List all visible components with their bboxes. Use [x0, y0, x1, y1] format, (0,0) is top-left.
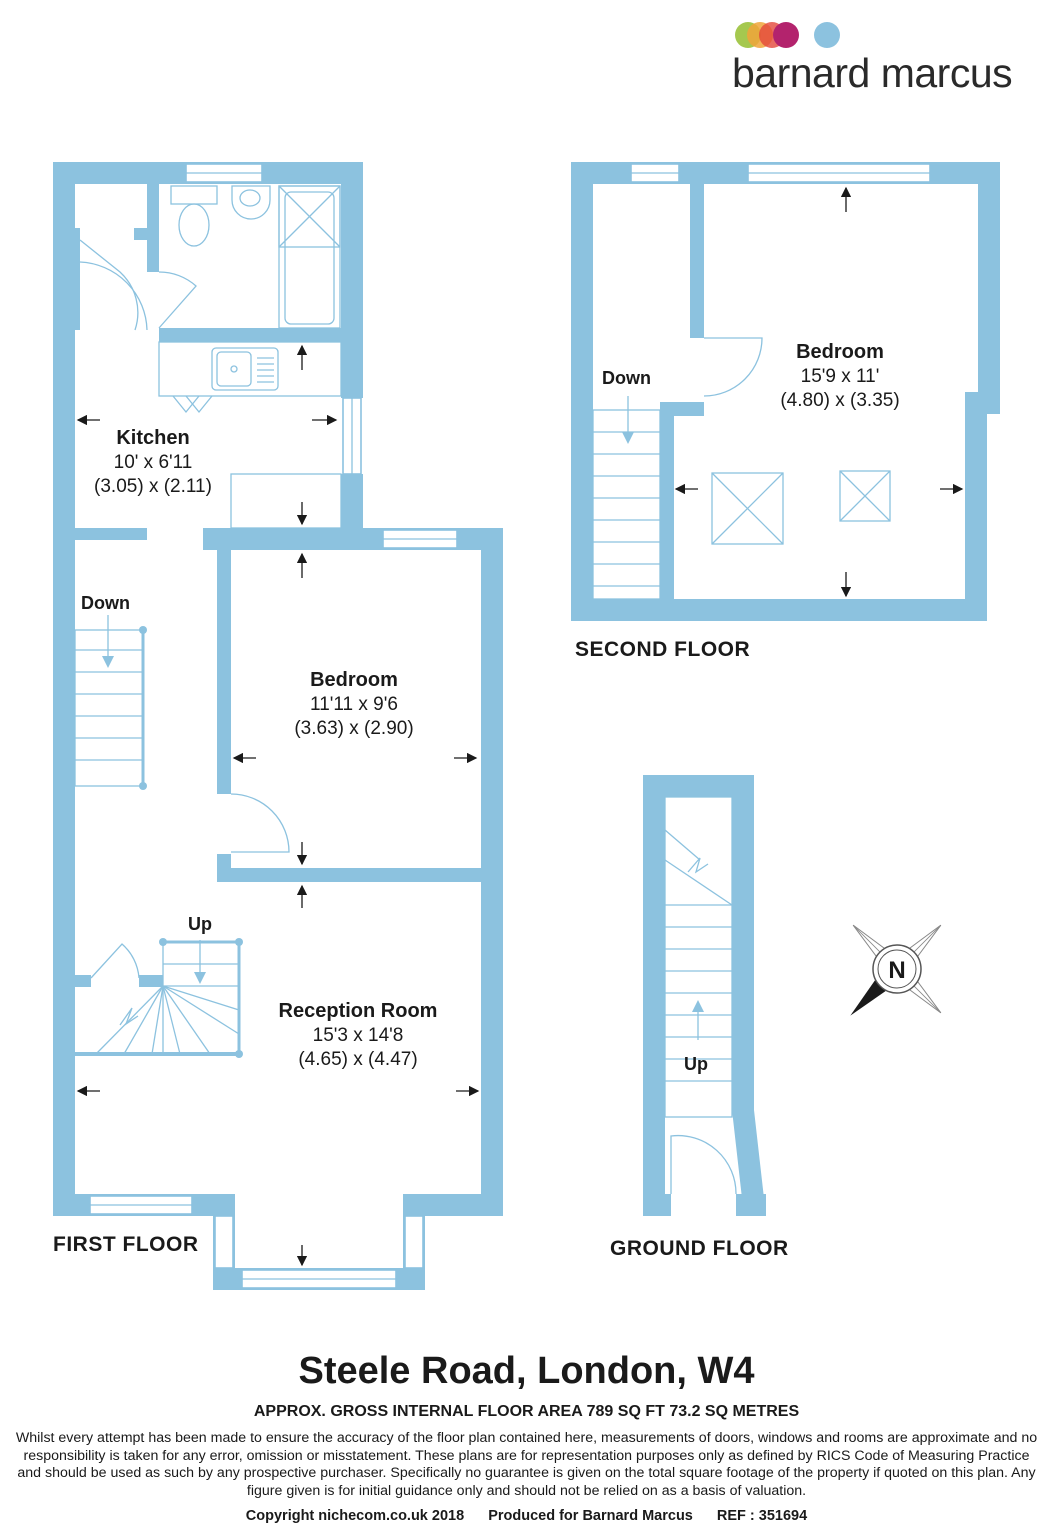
bedroom-second-metric: (4.80) x (3.35) [780, 390, 899, 411]
ground-floor-plan: Up GROUND FLOOR [610, 775, 789, 1260]
bedroom-second-name: Bedroom [796, 341, 884, 363]
reference-text: REF : 351694 [716, 1508, 808, 1524]
brand-name: barnard marcus [732, 50, 1013, 96]
kitchen-imperial: 10' x 6'11 [114, 452, 193, 473]
compass-north-label: N [888, 957, 905, 984]
first-floor-down-label: Down [81, 593, 130, 613]
disclaimer-text: Whilst every attempt has been made to en… [15, 1430, 1038, 1499]
property-address: Steele Road, London, W4 [298, 1350, 755, 1392]
bedroom-second-imperial: 15'9 x 11' [801, 366, 880, 387]
copyright-text: Copyright nichecom.co.uk 2018 [245, 1508, 465, 1524]
second-floor-plan: Bedroom 15'9 x 11' (4.80) x (3.35) Down … [571, 162, 1000, 661]
kitchen-name: Kitchen [116, 427, 189, 449]
compass-rose: N [850, 924, 942, 1016]
reception-name: Reception Room [279, 1000, 438, 1022]
kitchen-metric: (3.05) x (2.11) [94, 476, 212, 497]
second-floor-label: SECOND FLOOR [575, 638, 750, 661]
floor-area: APPROX. GROSS INTERNAL FLOOR AREA 789 SQ… [253, 1403, 800, 1420]
second-floor-down-label: Down [602, 368, 651, 388]
bedroom-first-name: Bedroom [310, 669, 398, 691]
first-floor-label: FIRST FLOOR [53, 1233, 199, 1256]
logo-dot [814, 22, 840, 48]
ground-floor-label: GROUND FLOOR [610, 1237, 789, 1260]
logo-dot [773, 22, 799, 48]
first-floor-up-label: Up [188, 914, 212, 934]
copyright-line: Copyright nichecom.co.uk 2018 Produced f… [0, 1508, 1053, 1524]
reception-imperial: 15'3 x 14'8 [313, 1025, 404, 1046]
brand-logo [735, 22, 840, 48]
ground-floor-up-label: Up [684, 1054, 708, 1074]
first-floor-plan: Kitchen 10' x 6'11 (3.05) x (2.11) Bedro… [53, 162, 503, 1290]
reception-metric: (4.65) x (4.47) [298, 1049, 417, 1070]
bedroom-first-metric: (3.63) x (2.90) [294, 718, 413, 739]
produced-for-text: Produced for Barnard Marcus [488, 1508, 693, 1524]
bedroom-first-imperial: 11'11 x 9'6 [310, 694, 398, 715]
